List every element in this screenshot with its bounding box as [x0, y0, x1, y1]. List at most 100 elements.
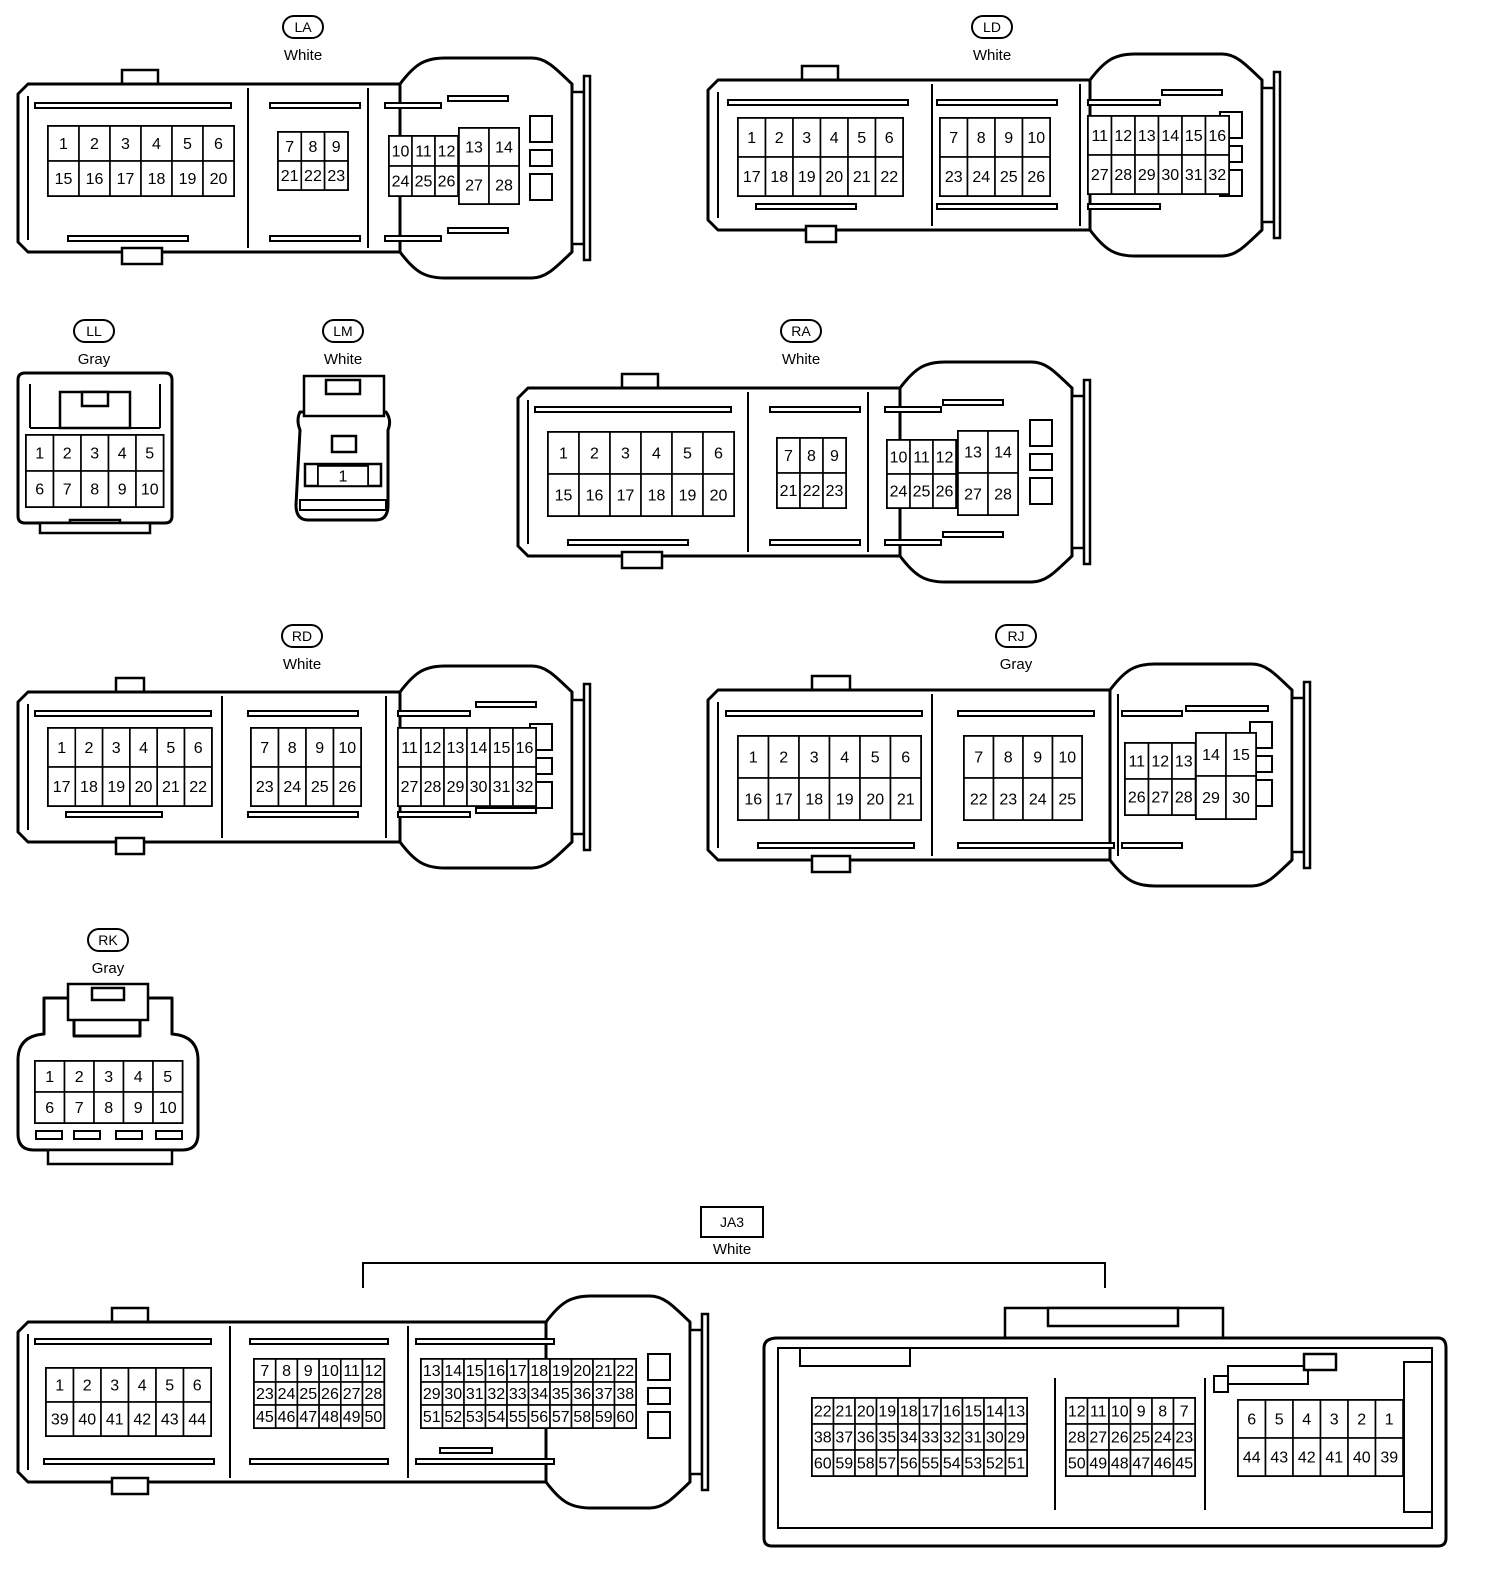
connector-code: RJ: [1007, 628, 1024, 644]
pin-number: 21: [595, 1363, 613, 1380]
pin-number: 52: [444, 1409, 462, 1426]
pin-number: 30: [1232, 790, 1250, 807]
connector-code: JA3: [720, 1214, 744, 1230]
guide-rail: [475, 807, 537, 814]
label-rj: RJ Gray: [995, 624, 1037, 673]
pin-number: 12: [1068, 1404, 1086, 1421]
side-slot: [1213, 1375, 1229, 1393]
pin-cell: [764, 117, 794, 158]
pin-cell: [458, 127, 490, 167]
guide-rail: [247, 710, 359, 717]
pin-number: 7: [63, 482, 72, 499]
pin-cell: [1021, 156, 1051, 197]
pin-number: 22: [814, 1404, 832, 1421]
pin-number: 39: [1380, 1450, 1398, 1467]
pin-number: 56: [900, 1456, 918, 1473]
pin-number: 60: [814, 1456, 832, 1473]
side-slot: [529, 173, 553, 201]
pin-number: 16: [487, 1363, 505, 1380]
pin-cell: [202, 160, 235, 197]
pin-number: 37: [835, 1430, 853, 1447]
guide-rail: [247, 811, 359, 818]
pin-number: 19: [107, 779, 125, 796]
connector-code-badge: [780, 319, 822, 343]
pin-number: 13: [447, 740, 465, 757]
guide-rail: [439, 1447, 493, 1454]
pin-number: 10: [1027, 130, 1045, 147]
pin-cell: [994, 156, 1024, 197]
pin-number: 27: [964, 487, 982, 504]
pin-number: 1: [749, 750, 758, 767]
guide-rail: [65, 811, 163, 818]
pin-number: 3: [802, 130, 811, 147]
side-rail: [1272, 70, 1282, 240]
pin-number: 19: [552, 1363, 570, 1380]
pin-number: 11: [415, 144, 432, 161]
pin-number: 49: [1089, 1456, 1107, 1473]
pin-number: 19: [878, 1404, 896, 1421]
pin-number: 18: [148, 171, 166, 188]
pin-cell: [25, 470, 55, 508]
pin-number: 13: [964, 445, 982, 462]
guide-rail: [43, 1458, 215, 1465]
pin-cell: [1022, 777, 1054, 821]
pin-number: 40: [1353, 1450, 1371, 1467]
pin-number: 3: [110, 1378, 119, 1395]
latch-bump: [1302, 1352, 1338, 1372]
connector-code-badge: [971, 15, 1013, 39]
pin-number: 26: [1027, 169, 1045, 186]
pin-cell: [52, 470, 82, 508]
connector-color: White: [284, 47, 322, 64]
side-slot: [647, 1387, 671, 1405]
pin-number: 6: [901, 750, 910, 767]
side-tab: [1070, 394, 1086, 550]
side-slot: [529, 149, 553, 167]
connector-code-badge: [281, 624, 323, 648]
pin-number: 20: [866, 792, 884, 809]
pin-cell: [74, 727, 104, 768]
pin-number: 28: [495, 178, 513, 195]
pin-number: 12: [1114, 128, 1132, 145]
pin-number: 6: [193, 1378, 202, 1395]
pin-number: 25: [1132, 1430, 1150, 1447]
pin-cell: [1264, 1437, 1294, 1477]
pin-number: 6: [45, 1100, 54, 1117]
pin-cell: [1195, 775, 1227, 820]
pin-number: 28: [1114, 167, 1132, 184]
pin-number: 30: [470, 779, 488, 796]
pin-cell: [1319, 1437, 1349, 1477]
pin-number: 36: [857, 1430, 875, 1447]
connector-color: White: [283, 656, 321, 673]
label-rd: RD White: [281, 624, 323, 673]
pin-number: 13: [423, 1363, 441, 1380]
pin-number: 18: [900, 1404, 918, 1421]
pin-cell: [152, 1091, 184, 1124]
pin-cell: [156, 766, 186, 807]
pin-number: 10: [159, 1100, 177, 1117]
pin-number: 5: [163, 1069, 172, 1086]
pin-number: 15: [493, 740, 511, 757]
pin-number: 5: [183, 136, 192, 153]
pin-number: 24: [392, 174, 410, 191]
guide-rail: [475, 701, 537, 708]
pin-number: 27: [1151, 790, 1169, 807]
connector-color: Gray: [92, 960, 125, 977]
side-rail: [1082, 378, 1092, 566]
pin-number: 6: [714, 446, 723, 463]
pin-number: 27: [343, 1386, 361, 1403]
base-rail: [299, 499, 387, 511]
pin-cell: [155, 1367, 185, 1403]
pin-number: 32: [943, 1430, 961, 1447]
side-rail: [1302, 680, 1312, 870]
pin-number: 25: [299, 1386, 317, 1403]
pin-number: 46: [1154, 1456, 1172, 1473]
guide-rail: [727, 99, 909, 106]
pin-number: 9: [304, 1363, 313, 1380]
